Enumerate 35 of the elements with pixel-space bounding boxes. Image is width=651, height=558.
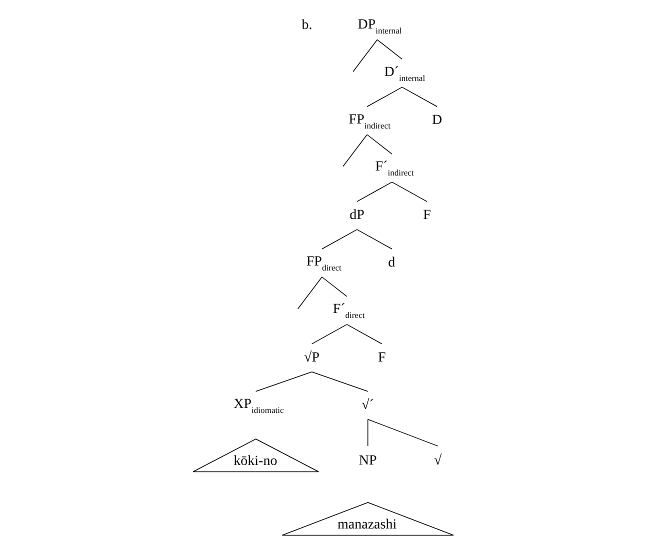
connector — [352, 39, 378, 72]
connector — [342, 134, 367, 167]
connector — [366, 134, 392, 154]
connector — [254, 372, 312, 392]
node-text: XP$_{idiomatic}$ — [233, 397, 284, 416]
node-text: D — [432, 113, 442, 128]
node-text: D´$_{internal}$ — [384, 64, 425, 83]
connector — [310, 324, 347, 344]
node-text: dP — [349, 208, 364, 223]
connector — [310, 372, 368, 392]
connector — [366, 418, 368, 446]
node-text: √ — [433, 453, 442, 468]
connector — [376, 39, 402, 60]
node-text: F´$_{indirect}$ — [374, 160, 414, 178]
node-text: F — [422, 208, 430, 223]
label: b. — [301, 18, 312, 34]
node-text: FP$_{indirect}$ — [348, 112, 390, 130]
node-text: √P — [304, 350, 320, 366]
connector — [346, 324, 382, 344]
connector — [321, 229, 357, 250]
node-text: √´ — [361, 398, 374, 413]
connector — [391, 182, 427, 202]
connector — [366, 86, 402, 107]
node-text: FP$_{direct}$ — [306, 254, 341, 273]
connector — [401, 86, 437, 107]
node-text: DP$_{internal}$ — [357, 17, 402, 36]
connector — [296, 276, 322, 310]
connector — [356, 229, 392, 250]
node-text: d — [388, 255, 395, 270]
connector — [356, 182, 392, 202]
node-text: F´$_{direct}$ — [332, 302, 364, 320]
connector — [321, 276, 347, 297]
connector — [366, 418, 438, 446]
node-text: F — [377, 350, 386, 366]
node-text: NP — [358, 453, 376, 468]
